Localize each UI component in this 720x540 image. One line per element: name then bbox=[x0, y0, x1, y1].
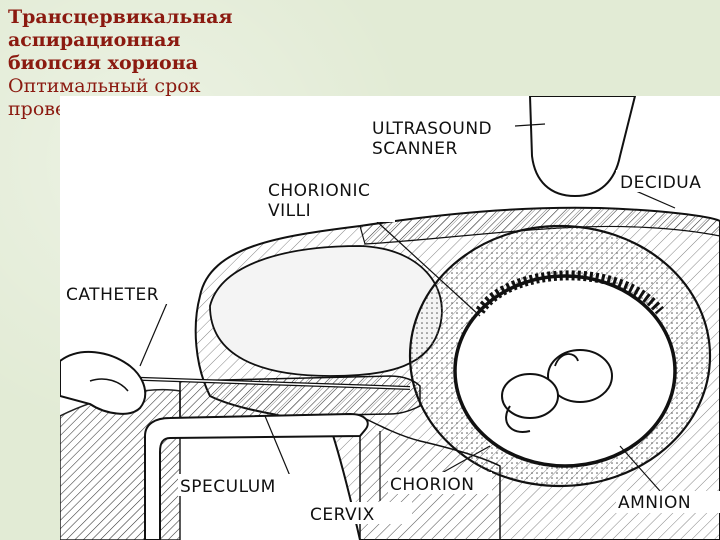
label-chorion: CHORION bbox=[390, 475, 474, 495]
label-catheter: CATHETER bbox=[66, 285, 159, 305]
label-ultrasound-line2: SCANNER bbox=[372, 139, 458, 159]
label-chorionic-line1: CHORIONIC bbox=[268, 181, 370, 201]
cvs-diagram: ULTRASOUND SCANNER DECIDUA CHORIONIC VIL… bbox=[60, 96, 720, 540]
label-ultrasound-line1: ULTRASOUND bbox=[372, 119, 492, 139]
label-cervix: CERVIX bbox=[310, 505, 375, 525]
label-chorionic-line2: VILLI bbox=[268, 201, 311, 221]
title-line-2: аспирационная bbox=[8, 29, 348, 52]
title-line-3: биопсия хориона bbox=[8, 52, 348, 75]
label-decidua: DECIDUA bbox=[620, 173, 701, 193]
label-amnion: AMNION bbox=[618, 493, 691, 513]
label-speculum: SPECULUM bbox=[180, 477, 276, 497]
title-line-1: Трансцервикальная bbox=[8, 6, 348, 29]
subtitle-line-1: Оптимальный срок bbox=[8, 75, 348, 98]
diagram-svg: ULTRASOUND SCANNER DECIDUA CHORIONIC VIL… bbox=[60, 96, 720, 540]
hand bbox=[60, 352, 145, 414]
